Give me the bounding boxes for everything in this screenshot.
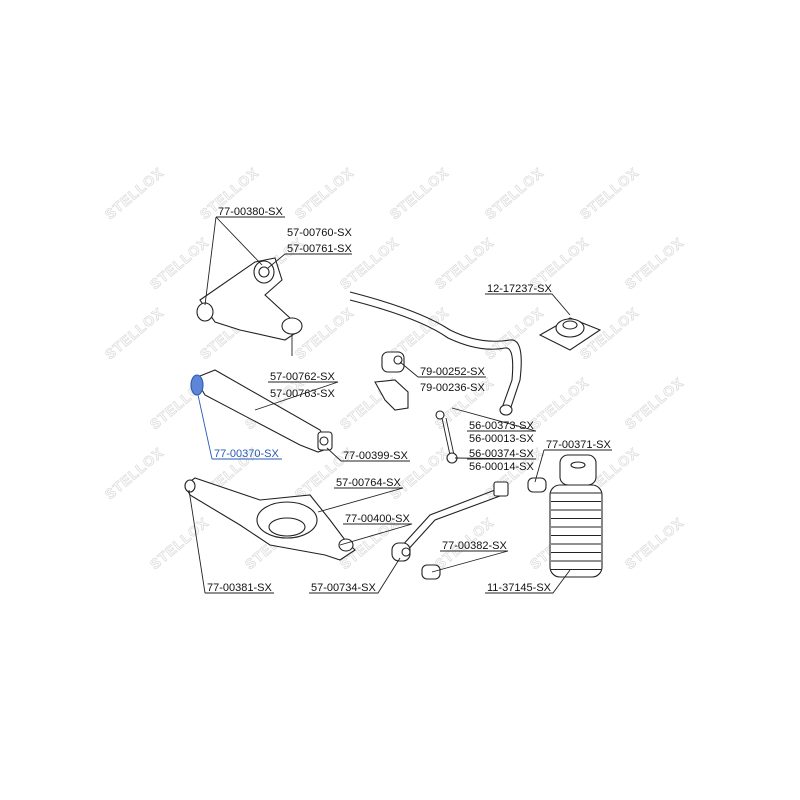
label-link-a[interactable]: 56-00373-SX <box>469 420 534 432</box>
watermark-text: STELLOX <box>147 514 212 572</box>
label-bush-371[interactable]: 77-00371-SX <box>546 439 611 451</box>
upper-control-arm <box>196 257 303 356</box>
trailing-arm <box>190 369 333 453</box>
watermark-text: STELLOX <box>577 164 642 222</box>
label-upper-arm-bush-b[interactable]: 57-00761-SX <box>287 243 352 255</box>
label-upper-arm[interactable]: 77-00380-SX <box>218 206 283 218</box>
part-labels: 77-00380-SX 57-00760-SX 57-00761-SX 12-1… <box>207 206 611 594</box>
label-link-b[interactable]: 56-00013-SX <box>469 433 534 445</box>
watermark-text: STELLOX <box>102 164 167 222</box>
watermark-text: STELLOX <box>622 374 687 432</box>
label-stab-bush-b[interactable]: 79-00236-SX <box>420 382 485 394</box>
stabilizer-link <box>435 410 458 464</box>
stabilizer-bar <box>349 291 522 416</box>
label-bush-382[interactable]: 77-00382-SX <box>442 540 507 552</box>
watermark-text: STELLOX <box>292 164 357 222</box>
watermark-text: STELLOX <box>102 444 167 502</box>
watermark-text: STELLOX <box>622 234 687 292</box>
watermark-text: STELLOX <box>102 304 167 362</box>
label-rod[interactable]: 57-00734-SX <box>311 582 376 594</box>
label-trailing-arm-a[interactable]: 57-00762-SX <box>270 371 335 383</box>
label-stab-bush-a[interactable]: 79-00252-SX <box>420 366 485 378</box>
label-trailing-arm-b[interactable]: 57-00763-SX <box>270 388 335 400</box>
label-bush-399[interactable]: 77-00399-SX <box>343 450 408 462</box>
label-link-c[interactable]: 56-00374-SX <box>469 448 534 460</box>
label-upper-arm-bush-a[interactable]: 57-00760-SX <box>287 227 352 239</box>
lateral-rod <box>391 481 509 562</box>
dust-boot <box>549 454 603 578</box>
label-bush-400[interactable]: 77-00400-SX <box>345 513 410 525</box>
watermark-text: STELLOX <box>292 304 357 362</box>
leader-lines <box>188 216 612 594</box>
label-link-d[interactable]: 56-00014-SX <box>469 461 534 473</box>
lower-control-arm <box>184 477 356 561</box>
strut-mount <box>538 317 602 351</box>
label-lower-arm[interactable]: 57-00764-SX <box>336 477 401 489</box>
watermark-text: STELLOX <box>387 164 452 222</box>
watermark-text: STELLOX <box>527 374 592 432</box>
label-strut-mount[interactable]: 12-17237-SX <box>487 283 552 295</box>
label-bush-370[interactable]: 77-00370-SX <box>214 448 279 460</box>
bushes <box>421 477 547 580</box>
label-boot[interactable]: 11-37145-SX <box>487 582 552 594</box>
watermark-text: STELLOX <box>622 514 687 572</box>
watermark-text: STELLOX <box>482 164 547 222</box>
watermark-text: STELLOX <box>147 234 212 292</box>
watermark-text: STELLOX <box>482 304 547 362</box>
label-bush-381[interactable]: 77-00381-SX <box>207 582 272 594</box>
